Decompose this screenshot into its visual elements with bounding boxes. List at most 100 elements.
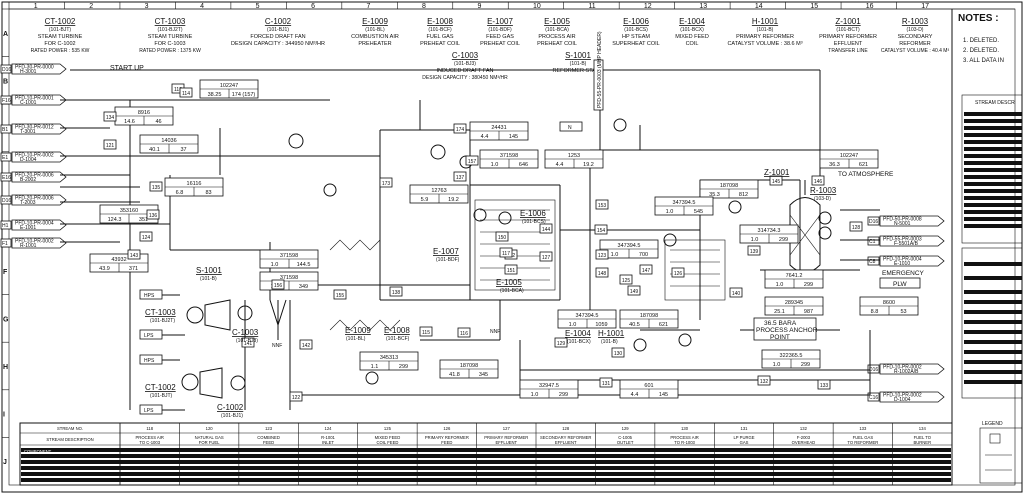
label-bara: 36.5 BARA [764, 320, 797, 327]
stream-number-117: 117 [502, 251, 510, 257]
table-component-label: COMPONENT [24, 449, 52, 454]
grid-row-F: F [3, 269, 8, 276]
right-connector-ref: PFD-10-PR-0002 [883, 365, 922, 371]
label-s-1001-code: (101-B) [200, 276, 217, 282]
table-header-col: 126 [443, 426, 451, 431]
stream-box-temp: 299 [779, 237, 788, 243]
stream-number-box [639, 264, 653, 275]
stream-number-box [379, 177, 393, 188]
note-1: 1. DELETED. [963, 38, 999, 44]
lps-box-1 [139, 329, 163, 340]
stream-box-flow: 12763 [431, 188, 446, 194]
table-desc-col: OUTLET [617, 440, 634, 445]
left-connector-num: B1 [2, 127, 8, 133]
stream-number-box [149, 181, 163, 192]
stream-box-pressure: 4.4 [481, 134, 489, 140]
stream-number-115: 115 [422, 330, 430, 336]
stream-box-pressure: 1.0 [773, 362, 781, 368]
stream-number-156: 156 [274, 283, 283, 289]
label-e-1009: E-1009 [345, 326, 371, 335]
header-desc: CATALYST VOLUME : 40.4 M³ [881, 48, 950, 54]
stream-number-box [619, 274, 633, 285]
stream-number-box [127, 249, 141, 260]
stream-box-flow: 16116 [187, 181, 202, 187]
table-desc-col: TO R-1003 [674, 440, 695, 445]
right-connector-num-box [867, 236, 880, 246]
row-grid-strip: ABCDEFGHIJ [2, 8, 9, 466]
stream-box-pressure: 43.9 [99, 266, 110, 272]
header-desc: FUEL GAS [427, 34, 454, 40]
stream-number-137: 137 [456, 175, 465, 181]
instrument-bubbles [288, 118, 832, 385]
label-ct-1003-code-lower: (101-BJ2T) [150, 318, 175, 324]
stream-number-box [241, 337, 255, 348]
stream-box-flow: 314734.3 [758, 228, 781, 234]
label-hps-2: HPS [144, 358, 155, 364]
header-tag-e-1005: E-1005 [544, 17, 570, 26]
label-e-1004-code: (101-BCX) [567, 339, 591, 345]
left-connector-arrow [11, 171, 67, 183]
grid-row-A: A [3, 31, 8, 38]
grid-column-15: 15 [810, 3, 818, 10]
stream-number-157: 157 [468, 159, 477, 165]
stream-number-box [333, 289, 347, 300]
stream-box-flow: 601 [644, 383, 653, 389]
stream-number-131: 131 [602, 381, 611, 387]
stream-box-flow: 371598 [500, 153, 518, 159]
label-e-1008: E-1008 [384, 326, 410, 335]
stream-number-127: 127 [542, 255, 551, 261]
stream-number-173: 173 [382, 181, 391, 187]
left-connector-num-box [0, 124, 12, 134]
left-connector-arrow [11, 94, 67, 106]
stream-number-box [271, 279, 285, 290]
stream-number-145: 145 [772, 179, 781, 185]
stream-number-146: 146 [814, 179, 823, 185]
table-data-row [21, 466, 951, 470]
stream-number-box [179, 87, 193, 98]
stream-box-temp: 145 [659, 392, 668, 398]
stream-number-box [769, 175, 783, 186]
left-connector-num: D16 [2, 198, 11, 204]
table-desc-col: EFFLUENT [555, 440, 577, 445]
stream-number-box [817, 379, 831, 390]
label-plw: PLW [893, 281, 907, 288]
header-desc: RATED POWER : 535 KW [31, 48, 90, 54]
stream-number-174: 174 [456, 127, 465, 133]
stream-box-pressure: 1.1 [371, 364, 379, 370]
stream-box-pressure: 4.4 [556, 162, 564, 168]
legend-box [979, 427, 1023, 484]
header-code: (101-BCA) [545, 27, 569, 33]
stream-number-box [499, 247, 513, 258]
table-desc-col: PROCESS AIR [136, 435, 164, 440]
header-desc: FOR C-1002 [44, 41, 75, 47]
stream-box-temp: 46 [155, 119, 161, 125]
stream-number-114: 114 [182, 91, 190, 97]
table-desc-col: PRIMARY REFORMER [425, 435, 469, 440]
label-e-1004: E-1004 [565, 329, 591, 338]
table-desc-col: TO REFORMER [847, 440, 878, 445]
left-connector-num: H1 [2, 223, 9, 229]
stream-number-box [599, 377, 613, 388]
header-code: (101-BJ3) [454, 61, 476, 67]
stream-box-pressure: 8.8 [871, 309, 879, 315]
stream-number-155: 155 [336, 293, 345, 299]
stream-box-temp: 299 [804, 282, 813, 288]
grid-column-12: 12 [644, 3, 652, 10]
stream-number-box [389, 286, 403, 297]
legend-square-symbol [989, 433, 1001, 444]
label-bara-2: PROCESS ANCHOR [756, 327, 818, 334]
header-desc: DESIGN CAPACITY : 380450 NM³/HR [422, 75, 508, 81]
grid-column-7: 7 [367, 3, 371, 10]
stream-number-133: 133 [820, 383, 829, 389]
table-desc-col: COMBINED [257, 435, 280, 440]
table-desc-col: NATURAL GAS [195, 435, 224, 440]
stream-box-temp: 299 [801, 362, 810, 368]
stream-number-150: 150 [498, 235, 507, 241]
